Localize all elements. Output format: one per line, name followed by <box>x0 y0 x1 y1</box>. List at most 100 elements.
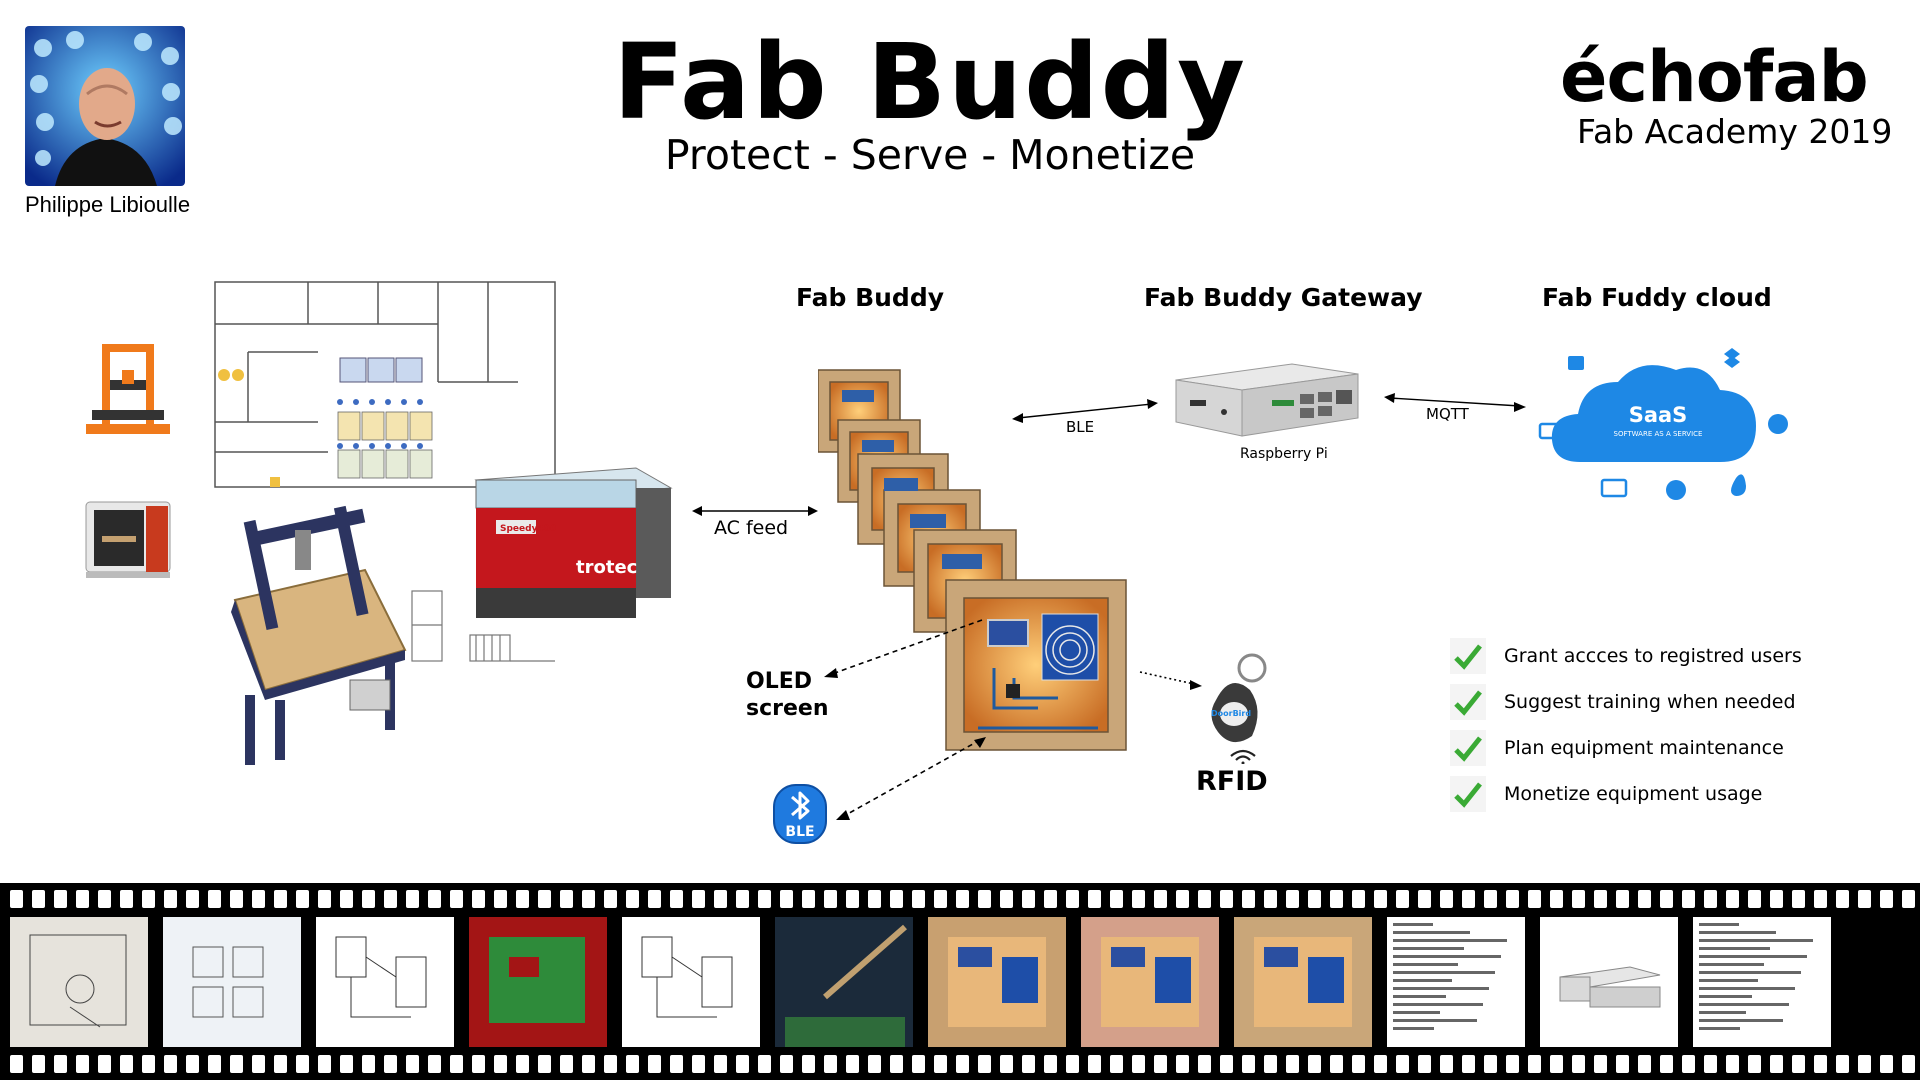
sprocket-hole <box>912 1055 925 1073</box>
sprocket-hole <box>1836 1055 1849 1073</box>
sprocket-hole <box>1462 890 1475 908</box>
sprocket-hole <box>164 1055 177 1073</box>
sprocket-hole <box>406 1055 419 1073</box>
sprocket-hole <box>868 1055 881 1073</box>
rfid-label: RFID <box>1196 766 1268 797</box>
check-icon <box>1450 638 1486 674</box>
sprocket-hole <box>54 1055 67 1073</box>
sprocket-hole <box>1726 890 1739 908</box>
sprocket-hole <box>1198 1055 1211 1073</box>
sprocket-hole <box>1418 890 1431 908</box>
sprocket-hole <box>1814 890 1827 908</box>
sprocket-hole <box>1770 1055 1783 1073</box>
sprocket-hole <box>1330 1055 1343 1073</box>
list-item: Monetize equipment usage <box>1450 774 1762 814</box>
sprocket-hole <box>1154 890 1167 908</box>
feature-list: Grant accces to registred users Suggest … <box>1450 636 1880 816</box>
sprocket-hole <box>1660 890 1673 908</box>
sprocket-hole <box>780 1055 793 1073</box>
sprocket-hole <box>670 1055 683 1073</box>
check-icon <box>1450 684 1486 720</box>
sprocket-hole <box>1880 890 1893 908</box>
filmstrip-frame-pcb-layout <box>469 917 607 1047</box>
sprocket-hole <box>582 1055 595 1073</box>
sprocket-hole <box>384 1055 397 1073</box>
sprocket-hole <box>934 890 947 908</box>
saas-label: SaaS <box>1628 403 1688 427</box>
sprocket-hole <box>516 890 529 908</box>
sprocket-hole <box>274 1055 287 1073</box>
sprocket-hole <box>450 890 463 908</box>
sprocket-hole <box>1220 890 1233 908</box>
filmstrip-frame-schematic <box>316 917 454 1047</box>
sprocket-hole <box>406 890 419 908</box>
sprocket-hole <box>1264 1055 1277 1073</box>
sprocket-hole <box>1814 1055 1827 1073</box>
author-photo <box>25 26 185 186</box>
sprocket-hole <box>868 890 881 908</box>
feature-text: Grant accces to registred users <box>1504 645 1802 667</box>
sprocket-hole <box>76 1055 89 1073</box>
sprocket-hole <box>296 1055 309 1073</box>
sprocket-hole <box>714 1055 727 1073</box>
sprocket-hole <box>1594 890 1607 908</box>
3d-printer-image <box>82 340 174 444</box>
ble-arrow <box>830 734 990 828</box>
ac-feed-arrow <box>690 500 820 526</box>
sprocket-hole <box>736 1055 749 1073</box>
sprocket-hole <box>1836 890 1849 908</box>
sprocket-hole <box>1550 890 1563 908</box>
fab-buddy-boards <box>817 368 1148 763</box>
sprocket-hole <box>1308 1055 1321 1073</box>
sprocket-hole <box>1044 1055 1057 1073</box>
bluetooth-icon <box>772 783 828 849</box>
floor-plan-fragment <box>410 585 560 669</box>
sprocket-hole <box>1726 1055 1739 1073</box>
page-title: Fab Buddy <box>613 21 1247 143</box>
sprocket-hole <box>1088 890 1101 908</box>
sprocket-hole <box>604 890 617 908</box>
sprocket-hole <box>1528 890 1541 908</box>
sprocket-hole <box>978 890 991 908</box>
sprocket-hole <box>1704 890 1717 908</box>
sprocket-hole <box>1242 890 1255 908</box>
filmstrip <box>0 883 1920 1080</box>
sprocket-hole <box>1528 1055 1541 1073</box>
sprocket-hole <box>1572 890 1585 908</box>
sprocket-hole <box>1440 1055 1453 1073</box>
sprocket-hole <box>230 890 243 908</box>
sprocket-hole <box>648 1055 661 1073</box>
feature-text: Plan equipment maintenance <box>1504 737 1784 759</box>
sprocket-hole <box>538 890 551 908</box>
page-subtitle: Protect - Serve - Monetize <box>664 131 1196 179</box>
sprocket-hole <box>1572 1055 1585 1073</box>
sprocket-hole <box>692 1055 705 1073</box>
saas-cloud-icon <box>1530 342 1790 510</box>
sprocket-hole <box>1066 890 1079 908</box>
filmstrip-frame-flow-diagram <box>622 917 760 1047</box>
cnc-router-image <box>195 500 415 774</box>
sprocket-hole <box>1616 890 1629 908</box>
ac-feed-label: AC feed <box>714 517 789 539</box>
sprocket-hole <box>1440 890 1453 908</box>
filmstrip-frame-boxed-board <box>1234 917 1372 1047</box>
oled-arrow <box>820 612 990 686</box>
ble-link-label: BLE <box>1066 418 1095 436</box>
raspberry-pi-label: Raspberry Pi <box>1240 446 1328 462</box>
check-icon <box>1450 730 1486 766</box>
sprocket-hole <box>1000 1055 1013 1073</box>
sprocket-hole <box>1242 1055 1255 1073</box>
sprocket-hole <box>494 890 507 908</box>
sprocket-hole <box>538 1055 551 1073</box>
sprocket-hole <box>208 1055 221 1073</box>
ble-link-arrow <box>1010 398 1160 428</box>
list-item: Suggest training when needed <box>1450 682 1796 722</box>
sprocket-hole <box>76 890 89 908</box>
sprocket-hole <box>340 1055 353 1073</box>
sprocket-hole <box>1682 1055 1695 1073</box>
sprocket-hole <box>1264 890 1277 908</box>
sprocket-hole <box>1286 890 1299 908</box>
sprocket-hole <box>120 890 133 908</box>
sprocket-hole <box>32 1055 45 1073</box>
sprocket-hole <box>384 890 397 908</box>
